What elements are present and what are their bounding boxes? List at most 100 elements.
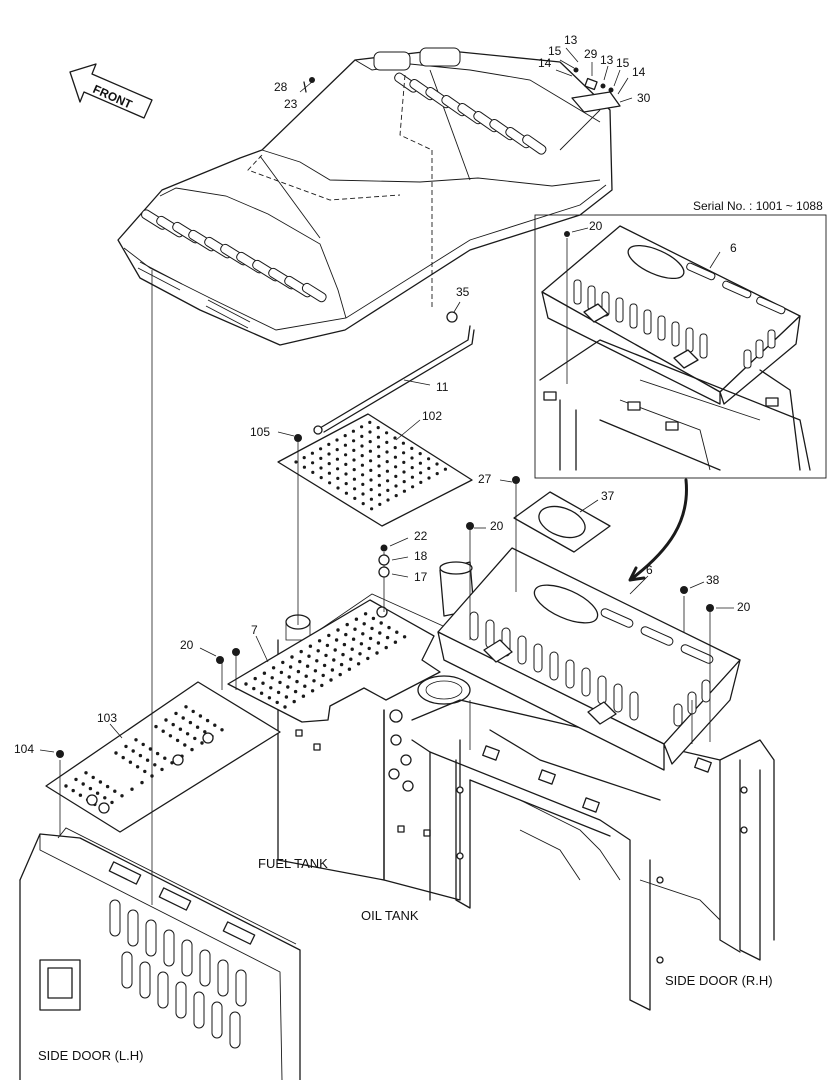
perforation-hole	[344, 632, 348, 637]
perforation-hole	[155, 751, 160, 756]
perforation-hole	[376, 435, 380, 439]
perforation-hole	[377, 445, 381, 449]
perforation-hole	[131, 749, 135, 753]
perforation-hole	[341, 652, 345, 657]
perforation-hole	[335, 438, 339, 442]
perforation-hole	[284, 695, 289, 699]
part-label-13a: 13	[564, 33, 578, 47]
perforation-hole	[427, 466, 431, 470]
perforation-hole	[402, 470, 406, 474]
part-label-27: 27	[478, 472, 492, 486]
perforation-hole	[154, 724, 158, 729]
part-label-15b: 15	[616, 56, 630, 70]
perforation-hole	[343, 434, 347, 438]
perforation-hole	[322, 663, 327, 668]
perforation-hole	[91, 775, 95, 780]
perforation-hole	[351, 637, 356, 641]
part-label-38: 38	[706, 573, 720, 587]
perforation-hole	[395, 630, 399, 634]
perforation-hole	[394, 474, 398, 478]
perforation-hole	[358, 652, 362, 656]
perforation-hole	[370, 507, 374, 511]
perforation-hole	[394, 494, 398, 498]
perforation-hole	[329, 678, 333, 682]
perforation-hole	[324, 653, 328, 658]
perforation-hole	[71, 788, 75, 793]
perforation-hole	[393, 436, 397, 440]
perforation-hole	[203, 730, 207, 734]
perforation-hole	[292, 699, 296, 704]
perforation-hole	[402, 489, 406, 493]
perforation-hole	[354, 617, 359, 621]
perforation-hole	[385, 440, 389, 444]
inset-pointer-arrow	[628, 478, 689, 582]
perforation-hole	[344, 482, 348, 486]
perforation-hole	[419, 480, 423, 484]
perforation-hole	[356, 662, 361, 666]
perforation-hole	[368, 420, 372, 424]
caption-oil-tank: OIL TANK	[361, 908, 419, 923]
perforation-hole	[294, 460, 298, 464]
front-arrow: FRONT	[69, 63, 153, 119]
gas-stay-rod	[313, 311, 475, 435]
part-label-30: 30	[637, 91, 651, 105]
perforation-hole	[213, 723, 217, 727]
perforation-hole	[278, 680, 282, 685]
part-label-22: 22	[414, 529, 428, 543]
perforation-hole	[385, 469, 389, 473]
perforation-hole	[316, 649, 320, 653]
perforation-hole	[88, 786, 93, 791]
perforation-hole	[296, 669, 301, 674]
perforation-hole	[378, 493, 382, 497]
perforation-hole	[369, 459, 373, 463]
perforation-hole	[174, 711, 178, 716]
part-label-37: 37	[601, 489, 615, 503]
part-label-28: 28	[274, 80, 288, 94]
perforation-hole	[317, 639, 322, 643]
perforation-hole	[402, 480, 406, 484]
perforation-hole	[344, 472, 348, 476]
perforation-hole	[369, 488, 373, 492]
perforation-hole	[410, 466, 414, 470]
cover-6	[437, 547, 741, 771]
latch-assembly	[303, 67, 621, 151]
perforation-hole	[141, 742, 145, 747]
perforation-hole	[293, 689, 298, 694]
perforation-hole	[310, 689, 315, 693]
perforation-hole	[385, 635, 390, 640]
perforation-hole	[353, 627, 357, 631]
perforation-hole	[269, 686, 273, 690]
perforation-hole	[188, 720, 193, 725]
perforation-hole	[361, 632, 365, 636]
perforation-hole	[185, 732, 190, 736]
perforation-hole	[308, 644, 313, 648]
perforation-hole	[121, 755, 125, 760]
perforation-hole	[435, 462, 439, 466]
perforation-hole	[301, 694, 306, 698]
perforation-hole	[98, 780, 103, 784]
perforation-hole	[319, 466, 323, 470]
perforation-hole	[339, 662, 344, 667]
perforation-hole	[279, 670, 284, 675]
perforation-hole	[193, 736, 197, 741]
perforation-hole	[253, 676, 257, 681]
perforation-hole	[427, 457, 431, 461]
perforation-hole	[183, 743, 187, 747]
perforation-hole	[325, 643, 330, 648]
perforation-hole	[310, 451, 314, 455]
perforation-hole	[128, 760, 133, 764]
perforation-hole	[311, 461, 315, 465]
perforation-hole	[200, 741, 204, 745]
perforation-hole	[290, 655, 294, 659]
perforation-hole	[418, 461, 422, 465]
perforation-hole	[344, 453, 348, 457]
part-label-20-right: 20	[737, 600, 751, 614]
perforation-hole	[138, 753, 143, 758]
perforation-hole	[276, 690, 281, 695]
perforation-hole	[153, 763, 157, 767]
perforation-hole	[168, 734, 173, 738]
perforation-hole	[327, 471, 331, 475]
perforation-hole	[443, 467, 447, 471]
perforation-hole	[411, 485, 415, 489]
